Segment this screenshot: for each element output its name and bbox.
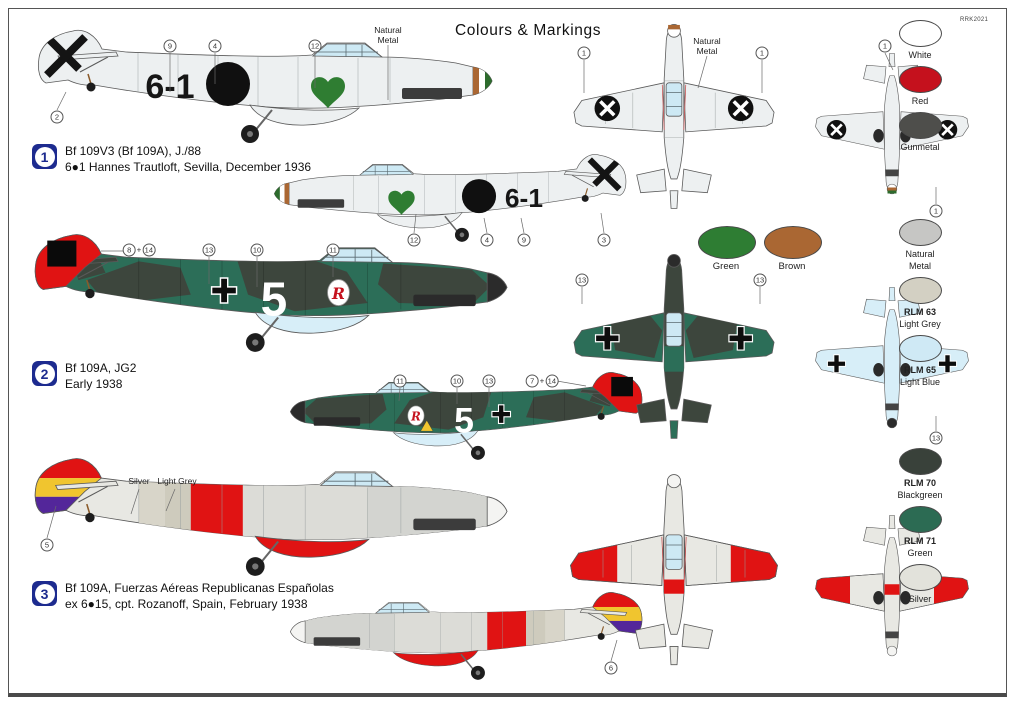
sheet-code: RRK2021 — [960, 17, 989, 23]
green-heart-marking — [311, 77, 345, 108]
legend-swatch: Natural Metal — [898, 219, 942, 272]
colour-oval — [898, 277, 942, 304]
variant-3-profile-starboard — [290, 592, 643, 681]
variant-2-profile-port: 5 R — [34, 234, 508, 353]
code-6-1: 6-1 — [145, 68, 194, 106]
colour-label-line2: Green — [907, 548, 933, 558]
legend-swatch: White — [898, 20, 942, 61]
legend-swatch: RLM 65 Light Blue — [898, 335, 942, 388]
variant-1-profile-starboard: 6-1 — [274, 154, 627, 243]
legend-swatch: Red — [898, 66, 942, 107]
svg-text:R: R — [410, 409, 421, 423]
colour-oval — [898, 448, 942, 475]
variant-1-title: Bf 109V3 (Bf 109A), J./88 — [65, 144, 202, 158]
code-5: 5 — [261, 273, 288, 326]
page-title: Colours & Markings — [455, 22, 602, 39]
variant-1-profile-port: 6-1 — [37, 29, 493, 144]
svg-text:6-1: 6-1 — [505, 183, 543, 213]
colour-label: White — [908, 50, 932, 60]
colour-label: RLM 70 — [903, 478, 936, 488]
black-square-marking — [47, 240, 77, 267]
variant-3-subtitle: ex 6●15, cpt. Rozanoff, Spain, February … — [65, 596, 308, 611]
colour-label: Natural — [905, 249, 935, 259]
colour-label: RLM 71 — [903, 536, 936, 546]
legend-group-middle: Natural Metal RLM 63 Light Grey RLM 65 L… — [888, 219, 952, 393]
legend-swatch: Silver — [898, 564, 942, 605]
legend-swatch: RLM 71 Green — [898, 506, 942, 559]
colour-label-line2: Light Grey — [899, 319, 941, 329]
colour-label: Red — [911, 96, 929, 106]
variant-2-profile-starboard: 5 R — [290, 372, 643, 461]
variant-3-caption: 3 Bf 109A, Fuerzas Aéreas Republicanas E… — [32, 581, 334, 612]
colour-label-line2: Metal — [908, 261, 931, 271]
colour-oval — [898, 219, 942, 246]
colour-oval — [898, 20, 942, 47]
black-disc-marking — [206, 62, 250, 106]
variant-1-subtitle: 6●1 Hannes Trautloft, Sevilla, December … — [65, 159, 312, 174]
legend-swatch: RLM 70 Blackgreen — [897, 448, 943, 501]
colour-label: Gunmetal — [900, 142, 940, 152]
colour-label: Silver — [908, 594, 932, 604]
legend-swatch: Gunmetal — [898, 112, 942, 153]
green-paint-label: Green — [712, 261, 740, 272]
brown-paint-label: Brown — [778, 261, 806, 272]
r-emblem: R — [331, 284, 345, 303]
legend-swatch: RLM 63 Light Grey — [898, 277, 942, 330]
variant-2-caption: 2 Bf 109A, JG2 Early 1938 — [32, 361, 136, 392]
svg-text:5: 5 — [454, 401, 474, 441]
variant-2-bottom-view — [815, 286, 969, 429]
variant-3-top-view — [570, 474, 778, 666]
variant-2-badge: 2 — [32, 361, 57, 386]
variant-3-profile-port — [34, 458, 508, 577]
variant-3-badge: 3 — [32, 581, 57, 606]
variant-2-top-view — [573, 254, 775, 439]
variant-1-caption: 1 Bf 109V3 (Bf 109A), J./88 6●1 Hannes T… — [32, 144, 311, 175]
colour-oval — [898, 335, 942, 362]
colour-label: RLM 63 — [903, 307, 936, 317]
colour-oval — [898, 112, 942, 139]
green-paint-swatch — [698, 226, 756, 259]
colour-label-line2: Blackgreen — [897, 490, 943, 500]
variant-1-badge: 1 — [32, 144, 57, 169]
colour-oval — [898, 564, 942, 591]
brown-paint-swatch — [764, 226, 822, 259]
colour-oval — [898, 66, 942, 93]
colour-label: RLM 65 — [903, 365, 936, 375]
legend-group-bottom: RLM 70 Blackgreen RLM 71 Green Silver — [888, 448, 952, 610]
variant-1-top-view — [573, 24, 775, 209]
variant-2-title: Bf 109A, JG2 — [65, 361, 137, 375]
legend-group-top: White Red Gunmetal — [888, 20, 952, 158]
colour-oval — [898, 506, 942, 533]
variant-3-title: Bf 109A, Fuerzas Aéreas Republicanas Esp… — [65, 581, 334, 595]
variant-2-subtitle: Early 1938 — [65, 376, 123, 391]
colour-label-line2: Light Blue — [899, 377, 941, 387]
